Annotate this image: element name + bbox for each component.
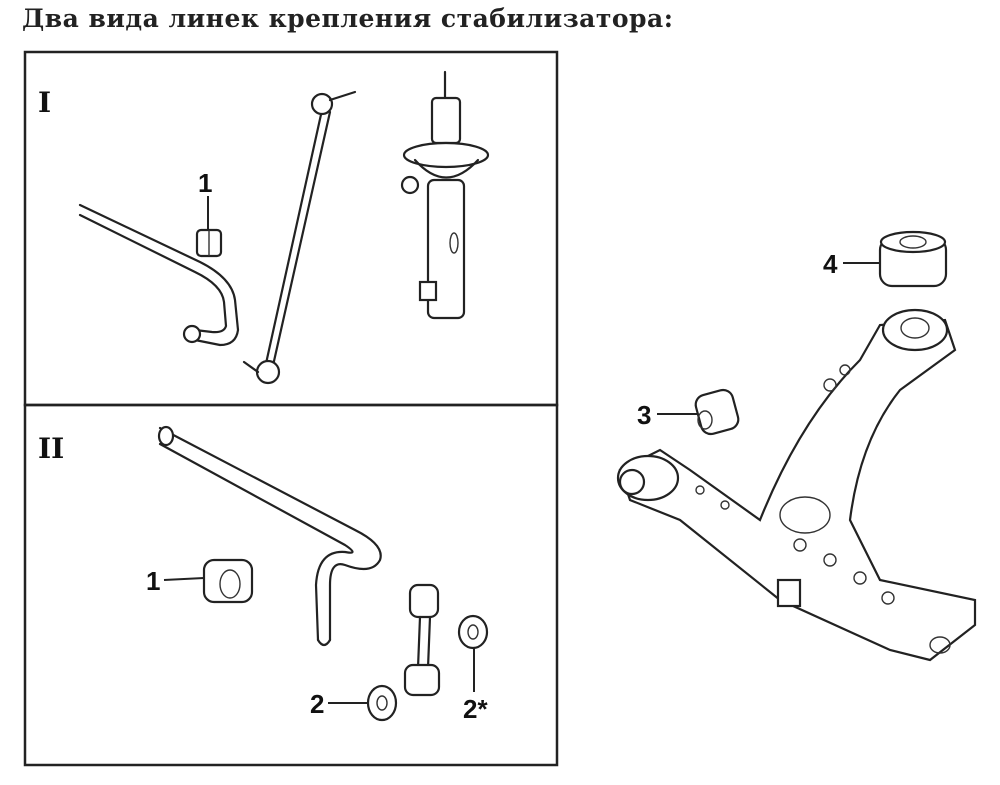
- diagram-title: Два вида линек крепления стабилизатора:: [22, 4, 674, 33]
- callout-4: 4: [823, 249, 838, 279]
- strut-assembly: [400, 70, 490, 320]
- bushing-ii: [202, 558, 254, 604]
- callout-ii-2-star: 2*: [463, 694, 488, 724]
- leader-line: [163, 577, 205, 581]
- panel-i-numeral: I: [38, 86, 51, 119]
- stabilizer-bar-ii: [157, 425, 382, 647]
- link-bushing-2: [366, 684, 398, 722]
- stabilizer-link-i: [242, 90, 357, 385]
- callout-ii-2: 2: [310, 689, 324, 719]
- callout-i-1: 1: [198, 168, 212, 198]
- callout-ii-1: 1: [146, 566, 160, 596]
- arm-bushing-4: [878, 230, 948, 288]
- stabilizer-link-ii: [403, 583, 441, 697]
- link-bushing-2-alt: [457, 614, 489, 650]
- panel-ii-frame: [23, 403, 559, 767]
- arm-bushing-3: [694, 388, 740, 436]
- stabilizer-bar-i: [78, 203, 240, 347]
- lower-control-arm: [616, 308, 977, 662]
- callout-3: 3: [637, 400, 651, 430]
- bushing-i: [195, 228, 223, 258]
- panel-ii-numeral: II: [38, 432, 64, 465]
